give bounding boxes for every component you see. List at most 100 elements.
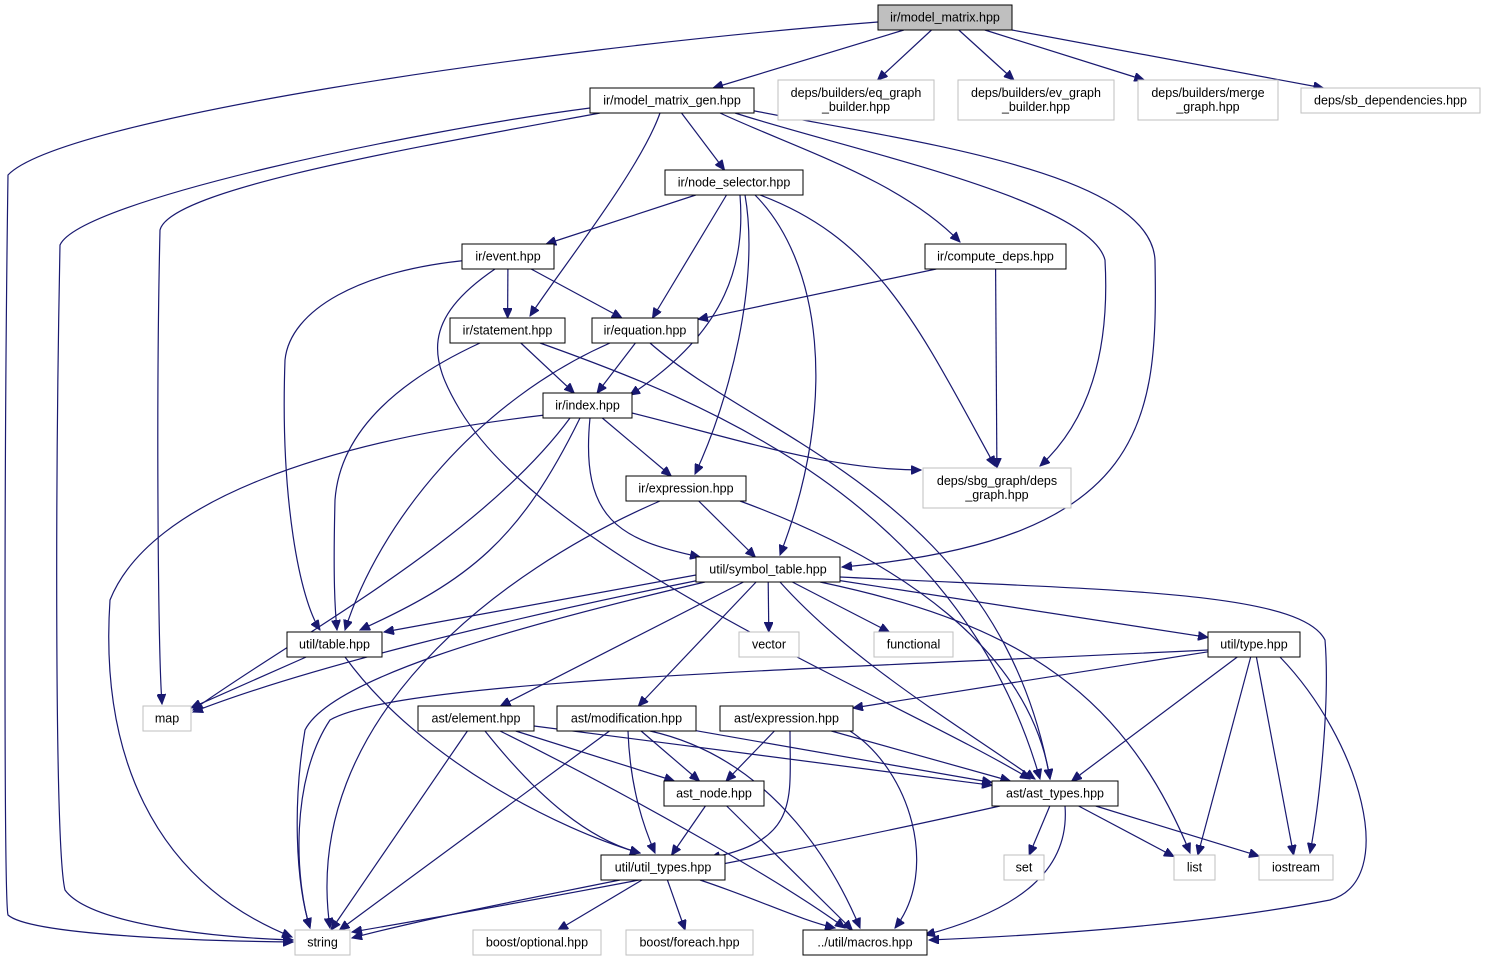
edge-symbol_table-to-ast_modification: [638, 581, 757, 706]
edge-ast_element-to-string: [331, 730, 468, 930]
node-sb_dependencies: deps/sb_dependencies.hpp: [1300, 87, 1481, 114]
node-ast_modification[interactable]: ast/modification.hpp: [556, 705, 697, 732]
node-equation[interactable]: ir/equation.hpp: [591, 317, 699, 344]
edge-type-to-list: [1198, 656, 1252, 855]
node-box: [777, 79, 935, 121]
node-ast_expression[interactable]: ast/expression.hpp: [719, 705, 854, 732]
node-node_selector[interactable]: ir/node_selector.hpp: [664, 169, 804, 196]
node-ast_node[interactable]: ast_node.hpp: [663, 780, 765, 807]
edge-node_selector-to-equation: [653, 194, 728, 318]
node-label: ast/ast_types.hpp: [1006, 786, 1104, 800]
edge-model_matrix_gen-to-symbol_table: [749, 109, 1156, 567]
edge-type-to-ast_expression: [853, 651, 1209, 708]
edge-symbol_table-to-table: [384, 574, 697, 632]
node-table[interactable]: util/table.hpp: [286, 631, 383, 658]
edge-table-to-util_types: [344, 656, 640, 853]
edge-type-to-string: [298, 649, 1209, 928]
edge-ast_expression-to-macros: [849, 730, 918, 928]
node-label: list: [1187, 860, 1203, 874]
node-label: string: [307, 935, 338, 949]
node-util_types[interactable]: util/util_types.hpp: [600, 854, 726, 881]
edge-model_matrix-to-eq_graph_builder: [878, 29, 932, 80]
edge-node_selector-to-event: [546, 194, 696, 244]
edge-ast_element-to-ast_types: [533, 725, 992, 785]
node-expression[interactable]: ir/expression.hpp: [625, 475, 747, 502]
edge-index-to-symbol_table: [587, 417, 700, 557]
edge-util_types-to-macros: [699, 879, 835, 928]
node-box: [472, 929, 602, 956]
edge-type-to-iostream: [1255, 656, 1293, 855]
node-symbol_table[interactable]: util/symbol_table.hpp: [695, 556, 841, 583]
edge-node_selector-to-expression: [694, 194, 750, 474]
edge-compute_deps-to-equation: [698, 268, 937, 319]
node-iostream: iostream: [1258, 854, 1334, 881]
node-box: [625, 475, 747, 502]
edge-ast_types-to-string: [352, 805, 1001, 932]
edge-model_matrix-to-sb_dependencies: [1011, 29, 1323, 88]
nodes-layer: ir/model_matrix.hpp ir/model_matrix_gen.h…: [142, 4, 1481, 956]
node-ev_graph_builder: deps/builders/ev_graph_builder.hpp: [957, 79, 1115, 121]
edge-statement-to-table: [334, 342, 481, 630]
edge-symbol_table-to-ast_types: [779, 581, 1035, 779]
edge-ast_node-to-macros: [726, 805, 853, 930]
node-model_matrix_gen[interactable]: ir/model_matrix_gen.hpp: [589, 87, 755, 114]
edge-node_selector-to-deps_graph: [759, 194, 995, 466]
node-label: ir/index.hpp: [555, 398, 620, 412]
edge-index-to-table: [360, 417, 581, 631]
node-map: map: [142, 705, 192, 732]
edge-model_matrix_gen-to-compute_deps: [719, 112, 960, 242]
node-statement[interactable]: ir/statement.hpp: [449, 317, 566, 344]
node-label: _builder.hpp: [821, 100, 890, 114]
node-eq_graph_builder: deps/builders/eq_graph_builder.hpp: [777, 79, 935, 121]
edge-model_matrix_gen-to-string: [56, 107, 591, 940]
node-label: _builder.hpp: [1001, 100, 1070, 114]
edge-ast_modification-to-util_types: [627, 730, 655, 853]
node-box: [589, 87, 755, 114]
edge-ast_node-to-util_types: [672, 805, 706, 855]
node-label: ir/compute_deps.hpp: [937, 249, 1054, 263]
node-box: [142, 705, 192, 732]
node-box: [957, 79, 1115, 121]
edge-model_matrix_gen-to-statement: [530, 112, 661, 316]
node-type[interactable]: util/type.hpp: [1207, 631, 1301, 658]
node-label: ast_node.hpp: [676, 786, 752, 800]
node-label: deps/builders/ev_graph: [971, 86, 1101, 100]
node-model_matrix[interactable]: ir/model_matrix.hpp: [877, 4, 1013, 31]
node-box: [625, 929, 754, 956]
node-label: ../util/macros.hpp: [817, 935, 912, 949]
edge-model_matrix-to-ev_graph_builder: [958, 29, 1014, 80]
edge-table-to-map: [191, 656, 307, 708]
node-functional: functional: [873, 631, 954, 658]
node-box: [556, 705, 697, 732]
node-label: _graph.hpp: [964, 488, 1028, 502]
node-box: [922, 467, 1072, 509]
node-event[interactable]: ir/event.hpp: [461, 243, 555, 270]
edge-ast_expression-to-ast_types: [831, 730, 1010, 781]
node-label: ast/expression.hpp: [734, 711, 839, 725]
node-ast_types[interactable]: ast/ast_types.hpp: [991, 780, 1119, 807]
node-box: [286, 631, 383, 658]
node-ast_element[interactable]: ast/element.hpp: [417, 705, 535, 732]
edge-equation-to-ast_types: [649, 342, 1050, 779]
node-label: ir/model_matrix_gen.hpp: [603, 93, 741, 107]
node-label: ir/model_matrix.hpp: [890, 10, 1000, 24]
node-label: deps/sb_dependencies.hpp: [1314, 93, 1467, 107]
edge-symbol_table-to-string: [296, 581, 706, 928]
node-label: deps/builders/merge: [1151, 86, 1264, 100]
edge-symbol_table-to-functional: [792, 581, 889, 632]
node-string: string: [294, 929, 351, 956]
node-macros[interactable]: ../util/macros.hpp: [802, 929, 928, 956]
node-box: [695, 556, 841, 583]
edge-ast_types-to-set: [1029, 805, 1051, 855]
node-index[interactable]: ir/index.hpp: [542, 392, 633, 419]
node-box: [1173, 854, 1216, 881]
edge-symbol_table-to-iostream: [839, 576, 1327, 853]
node-deps_graph: deps/sbg_graph/deps_graph.hpp: [922, 467, 1072, 509]
node-label: util/table.hpp: [299, 637, 370, 651]
node-label: _graph.hpp: [1175, 100, 1239, 114]
node-compute_deps[interactable]: ir/compute_deps.hpp: [924, 243, 1067, 270]
node-label: util/util_types.hpp: [615, 860, 712, 874]
edge-ast_element-to-macros: [499, 730, 845, 928]
node-box: [1003, 854, 1045, 881]
